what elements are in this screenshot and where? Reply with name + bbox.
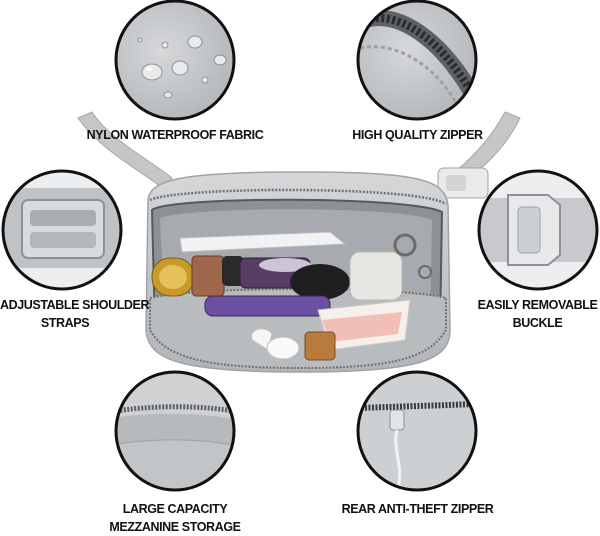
feature-label-zipper: HIGH QUALITY ZIPPER [352,128,483,142]
mezzanine-pocket-icon [114,370,236,492]
feature-label-fabric: NYLON WATERPROOF FABRIC [86,128,264,142]
feature-label-storage: LARGE CAPACITY MEZZANINE STORAGE [109,502,241,534]
rear-zipper-icon [356,370,478,492]
zipper-icon [356,0,478,121]
water-droplets-icon [114,0,236,121]
feature-label-rear-zipper: REAR ANTI-THEFT ZIPPER [341,502,494,516]
belt-bag-main-image [77,111,521,373]
buckle-icon [477,169,599,291]
bag-buckle [437,167,489,199]
strap-slider-icon [1,169,123,291]
feature-label-straps: ADJUSTABLE SHOULDER STRAPS [0,298,150,330]
bag-contents [151,231,432,361]
feature-label-buckle: EASILY REMOVABLE BUCKLE [477,298,598,330]
